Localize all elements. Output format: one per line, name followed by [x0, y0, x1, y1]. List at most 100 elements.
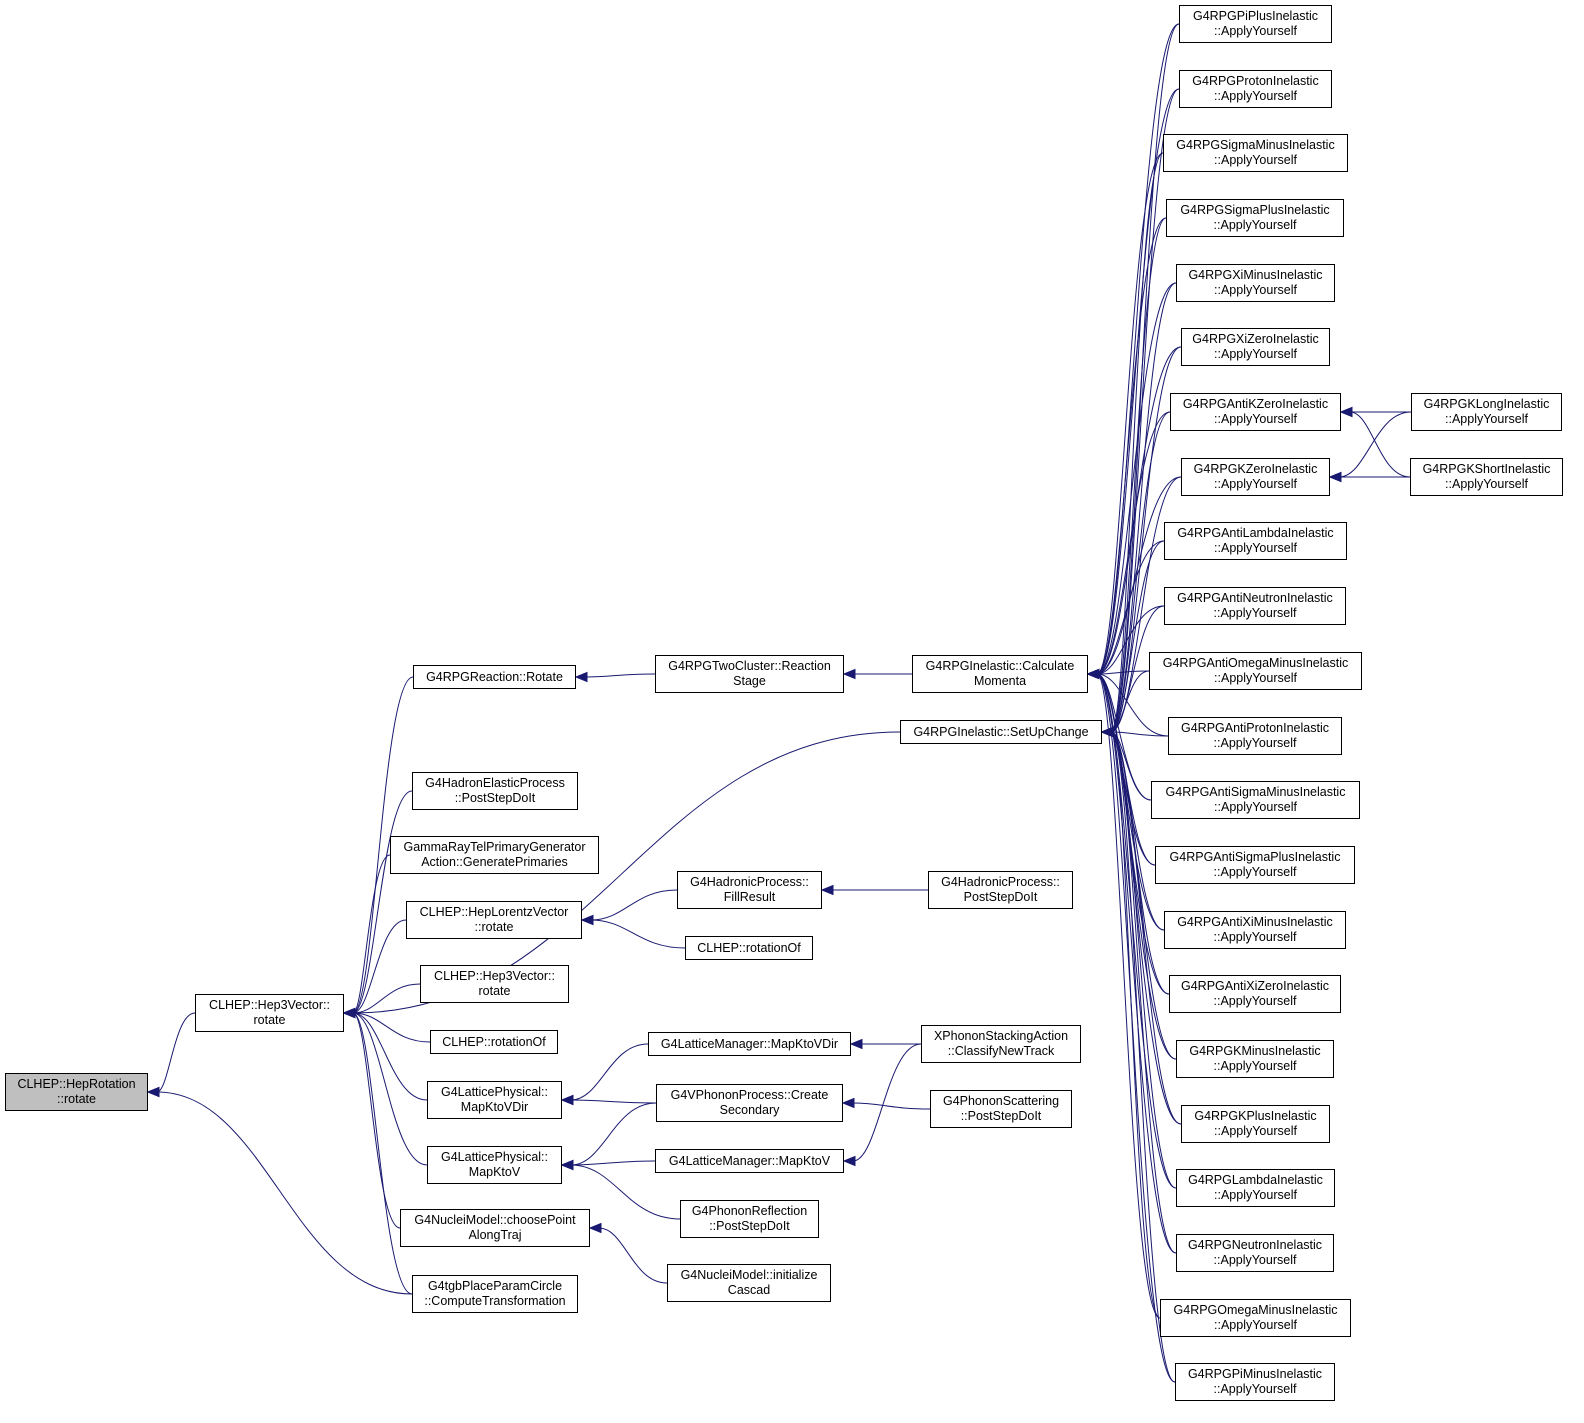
- edge-antiLambda-to-setUp: [1110, 540, 1165, 733]
- node-h3vRot2[interactable]: CLHEP::Hep3Vector:: rotate: [420, 965, 569, 1003]
- node-label: G4RPGAntiSigmaMinusInelastic ::ApplyYour…: [1165, 785, 1346, 814]
- node-lorRot[interactable]: CLHEP::HepLorentzVector ::rotate: [406, 901, 582, 939]
- node-label: G4tgbPlaceParamCircle ::ComputeTransform…: [424, 1279, 566, 1308]
- node-label: CLHEP::Hep3Vector:: rotate: [209, 998, 330, 1027]
- edge-phonScat-to-phonCreate: [851, 1102, 931, 1110]
- edge-tgb-to-h3v: [352, 1012, 413, 1295]
- node-antiNeutron[interactable]: G4RPGAntiNeutronInelastic ::ApplyYoursel…: [1164, 587, 1346, 625]
- edge-gamma-to-h3v: [352, 854, 391, 1014]
- node-calcMom[interactable]: G4RPGInelastic::Calculate Momenta: [912, 655, 1088, 693]
- node-mgrV[interactable]: G4LatticeManager::MapKtoV: [655, 1149, 844, 1173]
- node-label: G4RPGAntiXiZeroInelastic ::ApplyYourself: [1181, 979, 1329, 1008]
- edge-lambda-to-calcMom: [1096, 673, 1177, 1189]
- node-tgb[interactable]: G4tgbPlaceParamCircle ::ComputeTransform…: [412, 1275, 578, 1313]
- node-lambda[interactable]: G4RPGLambdaInelastic ::ApplyYourself: [1176, 1169, 1335, 1207]
- edge-arrowhead: [1339, 406, 1353, 418]
- node-kShort[interactable]: G4RPGKShortInelastic ::ApplyYourself: [1410, 458, 1563, 496]
- node-label: G4RPGAntiXiMinusInelastic ::ApplyYoursel…: [1177, 915, 1333, 944]
- node-label: G4HadronicProcess:: PostStepDoIt: [941, 875, 1060, 904]
- node-antiOmega[interactable]: G4RPGAntiOmegaMinusInelastic ::ApplyYour…: [1149, 652, 1362, 690]
- node-rotOf2[interactable]: CLHEP::rotationOf: [685, 936, 813, 960]
- node-proton[interactable]: G4RPGProtonInelastic ::ApplyYourself: [1179, 70, 1332, 108]
- edge-mgrV-to-latV: [570, 1160, 656, 1166]
- edge-h3vRot2-to-h3v: [352, 983, 421, 1014]
- edge-lorRot-to-h3v: [352, 919, 407, 1014]
- node-phonScat[interactable]: G4PhononScattering ::PostStepDoIt: [930, 1090, 1072, 1128]
- node-sigMinus[interactable]: G4RPGSigmaMinusInelastic ::ApplyYourself: [1163, 134, 1348, 172]
- node-piPlus[interactable]: G4RPGPiPlusInelastic ::ApplyYourself: [1179, 5, 1332, 43]
- node-xphon[interactable]: XPhononStackingAction ::ClassifyNewTrack: [921, 1025, 1081, 1063]
- node-kMinus[interactable]: G4RPGKMinusInelastic ::ApplyYourself: [1176, 1040, 1334, 1078]
- node-xiZero[interactable]: G4RPGXiZeroInelastic ::ApplyYourself: [1181, 328, 1330, 366]
- node-label: G4RPGSigmaPlusInelastic ::ApplyYourself: [1180, 203, 1330, 232]
- node-label: G4LatticePhysical:: MapKtoVDir: [441, 1085, 548, 1114]
- node-label: G4RPGKPlusInelastic ::ApplyYourself: [1194, 1109, 1317, 1138]
- edge-neutron-to-calcMom: [1096, 673, 1177, 1254]
- node-mgrVDir[interactable]: G4LatticeManager::MapKtoVDir: [648, 1032, 851, 1056]
- node-latVDir[interactable]: G4LatticePhysical:: MapKtoVDir: [427, 1081, 562, 1119]
- node-hadEl[interactable]: G4HadronElasticProcess ::PostStepDoIt: [412, 772, 578, 810]
- edge-antiKZero-to-setUp: [1110, 411, 1171, 733]
- node-label: G4RPGXiZeroInelastic ::ApplyYourself: [1192, 332, 1319, 361]
- node-xiMinus[interactable]: G4RPGXiMinusInelastic ::ApplyYourself: [1176, 264, 1335, 302]
- edge-sigPlus-to-calcMom: [1096, 217, 1167, 675]
- node-label: G4VPhononProcess::Create Secondary: [670, 1088, 829, 1117]
- node-antiSigPlus[interactable]: G4RPGAntiSigmaPlusInelastic ::ApplyYours…: [1155, 846, 1355, 884]
- node-sigPlus[interactable]: G4RPGSigmaPlusInelastic ::ApplyYourself: [1166, 199, 1344, 237]
- edge-arrowhead: [841, 1097, 855, 1109]
- node-piMinus[interactable]: G4RPGPiMinusInelastic ::ApplyYourself: [1175, 1363, 1335, 1401]
- edge-antiProton-to-calcMom: [1096, 673, 1169, 737]
- node-nucChoose[interactable]: G4NucleiModel::choosePoint AlongTraj: [400, 1209, 590, 1247]
- node-gamma[interactable]: GammaRayTelPrimaryGenerator Action::Gene…: [390, 836, 599, 874]
- node-neutron[interactable]: G4RPGNeutronInelastic ::ApplyYourself: [1176, 1234, 1334, 1272]
- node-label: G4RPGKShortInelastic ::ApplyYourself: [1422, 462, 1551, 491]
- node-reactRot[interactable]: G4RPGReaction::Rotate: [413, 665, 576, 689]
- node-latV[interactable]: G4LatticePhysical:: MapKtoV: [427, 1146, 562, 1184]
- node-nucInit[interactable]: G4NucleiModel::initialize Cascad: [667, 1264, 831, 1302]
- node-antiXiMinus[interactable]: G4RPGAntiXiMinusInelastic ::ApplyYoursel…: [1164, 911, 1346, 949]
- edge-piPlus-to-setUp: [1110, 23, 1180, 733]
- edge-phonCreate-to-latV: [570, 1102, 657, 1166]
- edge-kLong-to-kZero: [1338, 411, 1412, 478]
- node-h3v[interactable]: CLHEP::Hep3Vector:: rotate: [195, 994, 344, 1032]
- node-hadPost[interactable]: G4HadronicProcess:: PostStepDoIt: [928, 871, 1073, 909]
- node-rotOf1[interactable]: CLHEP::rotationOf: [430, 1030, 558, 1054]
- edge-arrowhead: [560, 1094, 574, 1106]
- node-antiSigMinus[interactable]: G4RPGAntiSigmaMinusInelastic ::ApplyYour…: [1151, 781, 1360, 819]
- node-label: G4RPGAntiLambdaInelastic ::ApplyYourself: [1177, 526, 1334, 555]
- node-omegaMinus[interactable]: G4RPGOmegaMinusInelastic ::ApplyYourself: [1160, 1299, 1351, 1337]
- node-antiLambda[interactable]: G4RPGAntiLambdaInelastic ::ApplyYourself: [1164, 522, 1347, 560]
- node-antiKZero[interactable]: G4RPGAntiKZeroInelastic ::ApplyYourself: [1170, 393, 1341, 431]
- node-twoCl[interactable]: G4RPGTwoCluster::Reaction Stage: [655, 655, 844, 693]
- edge-arrowhead: [842, 1155, 856, 1167]
- edge-antiProton-to-setUp: [1110, 731, 1169, 737]
- node-phonCreate[interactable]: G4VPhononProcess::Create Secondary: [656, 1084, 843, 1122]
- node-label: G4RPGSigmaMinusInelastic ::ApplyYourself: [1176, 138, 1335, 167]
- node-label: G4RPGReaction::Rotate: [426, 669, 563, 684]
- edge-antiOmega-to-calcMom: [1096, 670, 1150, 675]
- node-antiProton[interactable]: G4RPGAntiProtonInelastic ::ApplyYourself: [1168, 717, 1342, 755]
- edge-sigMinus-to-setUp: [1110, 152, 1164, 733]
- edge-arrowhead: [342, 1007, 356, 1019]
- node-label: G4LatticePhysical:: MapKtoV: [441, 1150, 548, 1179]
- edge-arrowhead: [574, 671, 588, 683]
- node-kLong[interactable]: G4RPGKLongInelastic ::ApplyYourself: [1411, 393, 1562, 431]
- node-label: XPhononStackingAction ::ClassifyNewTrack: [933, 1029, 1069, 1058]
- node-phonRefl[interactable]: G4PhononReflection ::PostStepDoIt: [680, 1200, 819, 1238]
- node-antiXiZero[interactable]: G4RPGAntiXiZeroInelastic ::ApplyYourself: [1169, 975, 1341, 1013]
- node-fillRes[interactable]: G4HadronicProcess:: FillResult: [677, 871, 822, 909]
- edge-piMinus-to-setUp: [1110, 731, 1176, 1383]
- node-kZero[interactable]: G4RPGKZeroInelastic ::ApplyYourself: [1181, 458, 1330, 496]
- edge-nucChoose-to-h3v: [352, 1012, 401, 1229]
- edge-arrowhead: [588, 1222, 602, 1234]
- edge-arrowhead: [1100, 726, 1114, 738]
- node-setUp[interactable]: G4RPGInelastic::SetUpChange: [900, 720, 1102, 744]
- node-label: G4PhononScattering ::PostStepDoIt: [942, 1094, 1060, 1123]
- edge-arrowhead: [842, 668, 856, 680]
- edge-phonCreate-to-latVDir: [570, 1099, 657, 1104]
- node-label: CLHEP::HepRotation ::rotate: [17, 1077, 136, 1106]
- node-label: G4RPGLambdaInelastic ::ApplyYourself: [1188, 1173, 1323, 1202]
- node-label: G4RPGKMinusInelastic ::ApplyYourself: [1189, 1044, 1321, 1073]
- edge-latV-to-h3v: [352, 1012, 428, 1166]
- node-kPlus[interactable]: G4RPGKPlusInelastic ::ApplyYourself: [1181, 1105, 1330, 1143]
